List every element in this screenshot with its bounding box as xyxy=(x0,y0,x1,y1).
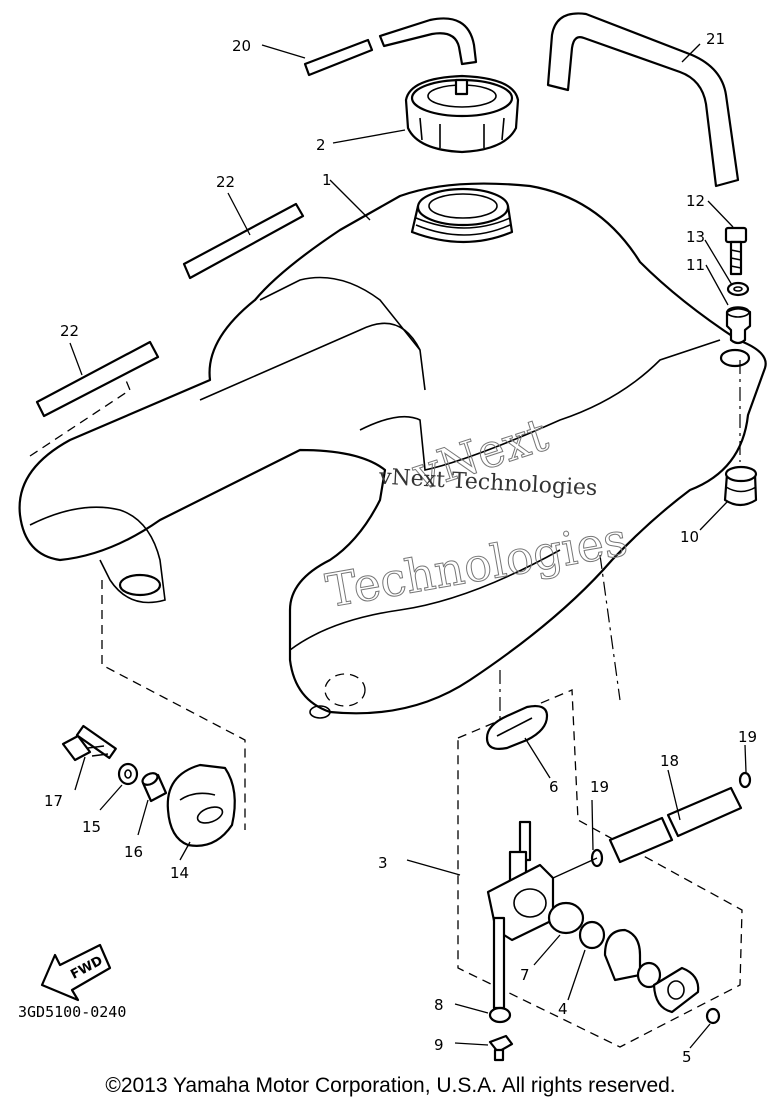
callout-20: 20 xyxy=(232,37,251,55)
callout-2: 2 xyxy=(316,136,326,154)
callout-19-a: 19 xyxy=(590,778,609,796)
callout-21: 21 xyxy=(706,30,725,48)
collar-part-11 xyxy=(725,306,752,345)
bolt-part-17 xyxy=(61,724,117,762)
callout-8: 8 xyxy=(434,996,444,1014)
callout-18: 18 xyxy=(660,752,679,770)
callout-14: 14 xyxy=(170,864,189,882)
callout-3: 3 xyxy=(378,854,388,872)
fuel-hose-part-18 xyxy=(608,786,743,864)
grommet-part-10 xyxy=(723,465,758,507)
callout-7: 7 xyxy=(520,966,530,984)
pad-part-22-lower xyxy=(29,340,160,457)
fuel-tank-part-1 xyxy=(18,182,767,719)
callout-9: 9 xyxy=(434,1036,444,1054)
callout-19-b: 19 xyxy=(738,728,757,746)
oring-part-4 xyxy=(578,920,606,950)
leader-lines xyxy=(69,43,747,1049)
washer-part-13 xyxy=(726,281,750,297)
callout-15: 15 xyxy=(82,818,101,836)
diagram-code: 3GD5100-0240 xyxy=(18,1003,127,1021)
plate-part xyxy=(652,966,700,1014)
vent-hose-part-20 xyxy=(303,17,478,77)
callout-labels: 20 2 21 22 1 22 12 13 11 10 17 15 16 14 … xyxy=(44,30,757,1066)
fuel-cock-part-3 xyxy=(486,820,555,1010)
callout-6: 6 xyxy=(549,778,559,796)
drain-screw-part-9 xyxy=(488,1034,514,1062)
pad-part-22-upper xyxy=(182,202,305,280)
protector-part-21 xyxy=(546,12,740,188)
callout-16: 16 xyxy=(124,843,143,861)
cover-part-7 xyxy=(547,901,585,935)
collar-part-16 xyxy=(141,772,168,803)
washer-part-15 xyxy=(117,762,139,786)
gasket-part-6 xyxy=(485,704,549,750)
copyright-notice: ©2013 Yamaha Motor Corporation, U.S.A. A… xyxy=(105,1074,676,1097)
callout-17: 17 xyxy=(44,792,63,810)
callout-5: 5 xyxy=(682,1048,692,1066)
callout-4: 4 xyxy=(558,1000,568,1018)
callout-22-upper: 22 xyxy=(216,173,235,191)
screw-part-5 xyxy=(705,1007,721,1025)
callout-22-lower: 22 xyxy=(60,322,79,340)
fuel-cap-part-2 xyxy=(404,74,520,154)
bolt-part-12 xyxy=(724,226,748,276)
callout-13: 13 xyxy=(686,228,705,246)
clip-part-19-b xyxy=(738,771,752,789)
callout-1: 1 xyxy=(322,171,332,189)
callout-11: 11 xyxy=(686,256,705,274)
callout-12: 12 xyxy=(686,192,705,210)
lever-part xyxy=(603,928,642,982)
grommet-part-14 xyxy=(166,763,236,847)
fwd-arrow-icon: FWD xyxy=(40,943,112,1002)
seal-part xyxy=(636,961,662,989)
callout-10: 10 xyxy=(680,528,699,546)
washer-part-8 xyxy=(488,1006,512,1024)
